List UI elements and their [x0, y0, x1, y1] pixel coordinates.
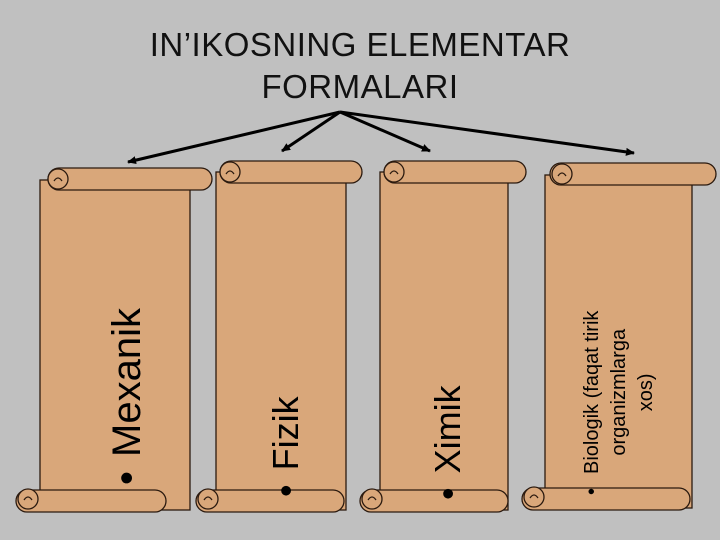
text-fizik: Fizik [265, 396, 306, 471]
page-title: IN’IKOSNING ELEMENTAR FORMALARI [0, 24, 720, 108]
scroll-biologik [521, 162, 717, 511]
biologik-line-1: Biologik (faqat tirik [581, 310, 603, 474]
biologik-line-2: organizmlarga [608, 328, 630, 456]
arrows [127, 110, 635, 165]
text-ximik: Ximik [427, 385, 468, 474]
label-biologik: • Biologik (faqat tirik organizmlarga xo… [579, 195, 669, 495]
scroll-ximik [359, 160, 527, 513]
label-ximik: • Ximik [426, 250, 470, 500]
title-line-1: IN’IKOSNING ELEMENTAR [149, 26, 571, 63]
text-biologik: Biologik (faqat tirik organizmlarga xos) [579, 311, 660, 474]
scroll-fizik [195, 160, 363, 513]
biologik-line-3: xos) [635, 373, 657, 412]
bullet-fizik: • [265, 484, 306, 497]
bullet-mexanik: • [104, 470, 149, 485]
title-line-2: FORMALARI [261, 68, 459, 105]
bullet-ximik: • [427, 487, 468, 500]
arrow-to-biologik [339, 110, 635, 156]
arrow-to-mexanik [127, 110, 341, 165]
bullet-biologik: • [581, 487, 603, 495]
text-mexanik: Mexanik [104, 308, 149, 457]
label-fizik: • Fizik [264, 247, 308, 497]
arrow-to-fizik [281, 110, 341, 153]
arrow-to-ximik [339, 110, 431, 153]
label-mexanik: • Mexanik [102, 185, 152, 485]
scroll-mexanik [15, 167, 213, 513]
